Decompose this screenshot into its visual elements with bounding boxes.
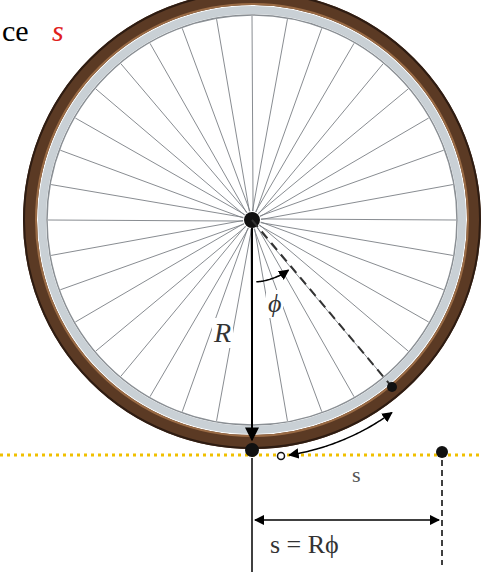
spoke bbox=[260, 225, 409, 351]
initial-point bbox=[278, 453, 285, 460]
spoke bbox=[121, 226, 246, 376]
rim-point bbox=[387, 382, 397, 392]
rotated-radius bbox=[252, 220, 392, 387]
spoke bbox=[256, 28, 322, 212]
tire bbox=[30, 0, 474, 442]
spoke bbox=[261, 185, 453, 220]
spoke bbox=[252, 16, 253, 211]
spoke bbox=[150, 43, 247, 212]
formula-label: s = Rϕ bbox=[270, 532, 339, 558]
symbol-label: s bbox=[52, 16, 64, 46]
dimension-line bbox=[255, 519, 439, 521]
spoke bbox=[75, 224, 243, 322]
tire-edge bbox=[24, 0, 480, 448]
spoke bbox=[51, 220, 243, 255]
spoke bbox=[261, 222, 444, 290]
spoke bbox=[261, 219, 456, 220]
dimension-tick bbox=[441, 460, 443, 565]
final-point bbox=[436, 446, 448, 458]
contact-point bbox=[245, 443, 259, 457]
spoke bbox=[256, 43, 354, 211]
spoke bbox=[217, 19, 250, 211]
spoke bbox=[60, 224, 244, 290]
spoke bbox=[260, 150, 444, 216]
spoke bbox=[150, 228, 248, 396]
spoke bbox=[182, 28, 250, 211]
bicycle-wheel bbox=[24, 0, 480, 448]
spoke bbox=[257, 227, 354, 396]
ground-line bbox=[0, 454, 481, 457]
spoke bbox=[48, 220, 243, 221]
spoke bbox=[252, 19, 287, 211]
spoke bbox=[60, 150, 243, 218]
heading-fragment: ce bbox=[2, 16, 29, 46]
dimension-tick bbox=[251, 458, 253, 572]
arc-length-label: s bbox=[352, 464, 361, 486]
spoke bbox=[259, 64, 384, 214]
spoke bbox=[75, 118, 244, 215]
spoke bbox=[96, 89, 245, 215]
angle-label: ϕ bbox=[266, 290, 283, 318]
spoke bbox=[96, 227, 246, 352]
spoke bbox=[258, 89, 408, 214]
radius-line bbox=[251, 228, 253, 440]
arc-length-arrow bbox=[289, 413, 392, 456]
radius-label: R bbox=[212, 318, 233, 348]
spoke bbox=[260, 118, 428, 216]
spoke bbox=[254, 229, 322, 412]
spoke bbox=[182, 228, 248, 412]
angle-arc bbox=[256, 270, 288, 282]
spoke bbox=[259, 225, 428, 322]
